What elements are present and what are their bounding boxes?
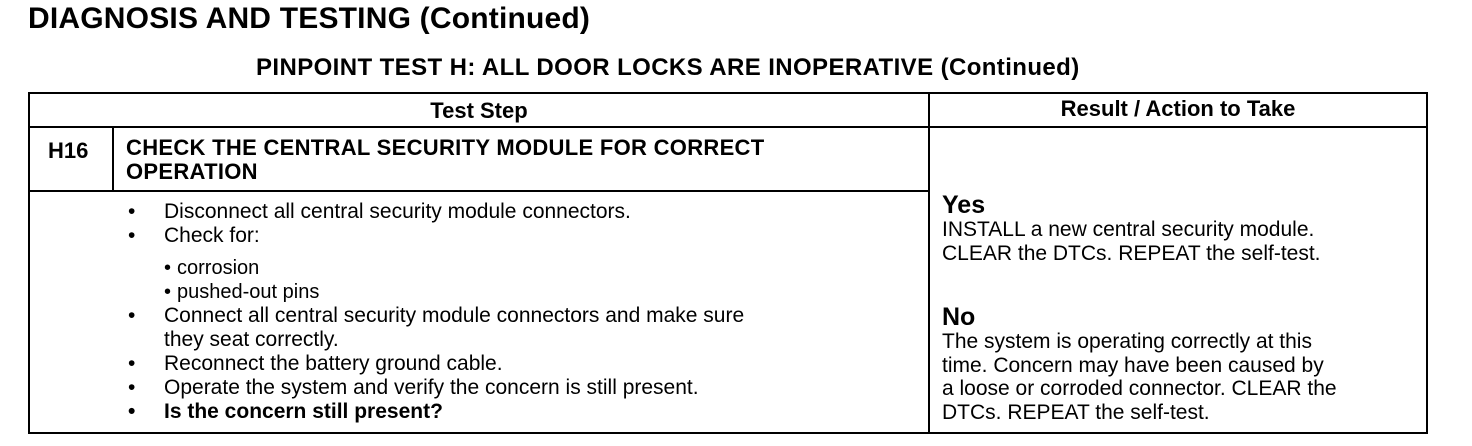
list-item-text: Is the concern still present? <box>164 400 443 423</box>
step-title-line: OPERATION <box>126 159 258 184</box>
sub-list-item: •pushed-out pins <box>126 280 744 304</box>
bullet-icon: • <box>164 257 172 279</box>
list-item-continuation: they seat correctly. <box>126 328 744 352</box>
list-item-question: • Is the concern still present? <box>126 400 744 424</box>
list-item-text: Reconnect the battery ground cable. <box>164 352 503 375</box>
header-test-step: Test Step <box>430 98 528 123</box>
result-line: a loose or corroded connector. CLEAR the <box>942 377 1337 400</box>
step-title-divider <box>30 190 928 192</box>
header-result-action: Result / Action to Take <box>1060 96 1296 121</box>
result-no-label: No <box>942 303 976 331</box>
step-id-divider <box>112 128 114 190</box>
bullet-icon: • <box>128 376 136 399</box>
step-instructions: • Disconnect all central security module… <box>126 200 744 424</box>
page-heading: DIAGNOSIS AND TESTING (Continued) <box>28 2 591 35</box>
test-title: PINPOINT TEST H: ALL DOOR LOCKS ARE INOP… <box>256 54 1080 81</box>
list-item-text: Check for: <box>164 224 260 247</box>
sub-list-item: •corrosion <box>126 256 744 280</box>
step-id: H16 <box>48 138 89 163</box>
header-divider <box>30 126 1426 128</box>
result-line: time. Concern may have been caused by <box>942 353 1324 377</box>
bullet-icon: • <box>128 352 136 375</box>
list-item: • Operate the system and verify the conc… <box>126 376 744 400</box>
bullet-icon: • <box>128 224 136 247</box>
result-yes: Yes INSTALL a new central security modul… <box>942 192 1432 265</box>
pinpoint-test-table: Test Step Result / Action to Take H16 CH… <box>28 92 1428 434</box>
sub-list-item-text: pushed-out pins <box>177 281 320 303</box>
list-item: • Disconnect all central security module… <box>126 200 744 224</box>
list-item-text: Connect all central security module conn… <box>164 304 745 327</box>
result-line: CLEAR the DTCs. REPEAT the self-test. <box>942 241 1321 265</box>
result-no: No The system is operating correctly at … <box>942 304 1432 424</box>
bullet-icon: • <box>128 400 136 423</box>
step-title: CHECK THE CENTRAL SECURITY MODULE FOR CO… <box>126 136 916 184</box>
list-item: • Check for: <box>126 224 744 248</box>
sub-list-item-text: corrosion <box>177 257 260 279</box>
column-divider <box>928 94 930 432</box>
bullet-icon: • <box>128 304 136 327</box>
list-item: • Connect all central security module co… <box>126 304 744 328</box>
list-item: • Reconnect the battery ground cable. <box>126 352 744 376</box>
result-line: DTCs. REPEAT the self-test. <box>942 400 1210 424</box>
list-item-text: Disconnect all central security module c… <box>164 200 631 223</box>
step-title-line: CHECK THE CENTRAL SECURITY MODULE FOR CO… <box>126 135 765 160</box>
bullet-icon: • <box>128 200 136 223</box>
list-item-text: Operate the system and verify the concer… <box>164 376 699 399</box>
result-line: INSTALL a new central security module. <box>942 218 1315 241</box>
list-item-text: they seat correctly. <box>164 328 339 351</box>
bullet-icon: • <box>164 281 172 303</box>
result-line: The system is operating correctly at thi… <box>942 330 1312 353</box>
result-yes-label: Yes <box>942 191 986 219</box>
